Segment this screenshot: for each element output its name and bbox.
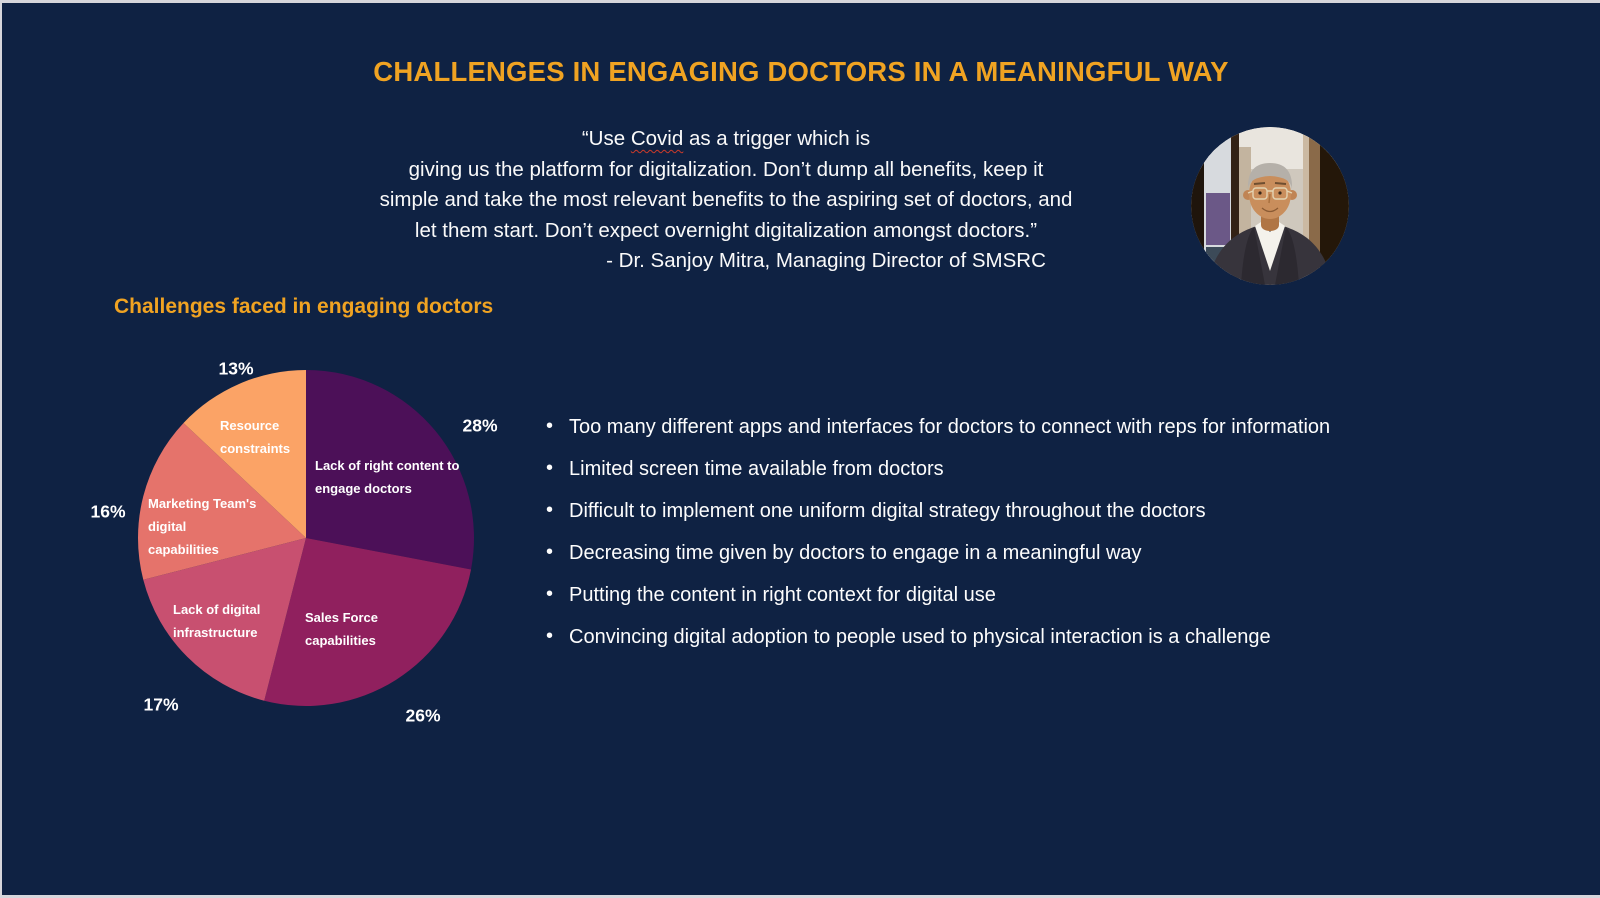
challenge-item: Limited screen time available from docto… bbox=[544, 456, 1384, 482]
pie-percent-label: 26% bbox=[405, 705, 441, 726]
challenge-item: Putting the content in right context for… bbox=[544, 582, 1384, 608]
pie-slice-1 bbox=[264, 538, 472, 706]
challenge-item: Convincing digital adoption to people us… bbox=[544, 624, 1384, 650]
challenge-item: Too many different apps and interfaces f… bbox=[544, 414, 1384, 440]
speaker-photo-illustration bbox=[1191, 127, 1349, 285]
quote-block: “Use Covid as a trigger which is giving … bbox=[350, 124, 1102, 277]
pie-chart bbox=[138, 370, 474, 706]
speaker-photo bbox=[1191, 127, 1349, 285]
pie-percent-label: 28% bbox=[462, 415, 498, 436]
pie-slice-3 bbox=[138, 423, 306, 580]
quote-line-2: giving us the platform for digitalizatio… bbox=[408, 157, 1044, 181]
quote-attribution: - Dr. Sanjoy Mitra, Managing Director of… bbox=[350, 246, 1102, 277]
presentation-slide: CHALLENGES IN ENGAGING DOCTORS IN A MEAN… bbox=[2, 3, 1600, 895]
quote-line-1: “Use Covid as a trigger which is bbox=[350, 124, 1102, 155]
pie-percent-label: 17% bbox=[143, 694, 179, 715]
pie-percent-label: 16% bbox=[90, 501, 126, 522]
pie-slice-2 bbox=[143, 538, 306, 701]
slide-title: CHALLENGES IN ENGAGING DOCTORS IN A MEAN… bbox=[373, 56, 1229, 87]
challenge-item: Decreasing time given by doctors to enga… bbox=[544, 540, 1384, 566]
challenge-item: Difficult to implement one uniform digit… bbox=[544, 498, 1384, 524]
pie-slice-0 bbox=[306, 370, 474, 570]
chart-section-heading: Challenges faced in engaging doctors bbox=[114, 295, 494, 318]
quote-text: “Use bbox=[581, 127, 631, 150]
quote-line-4: let them start. Don’t expect overnight d… bbox=[414, 218, 1038, 242]
challenges-list: Too many different apps and interfaces f… bbox=[544, 414, 1384, 667]
quote-attribution-text: - Dr. Sanjoy Mitra, Managing Director of… bbox=[606, 249, 1046, 272]
quote-text: as a trigger which is bbox=[683, 127, 871, 150]
quote-line-3: simple and take the most relevant benefi… bbox=[379, 188, 1073, 211]
misspelled-word: Covid bbox=[630, 127, 684, 150]
pie-slice-4 bbox=[183, 370, 306, 538]
pie-percent-label: 13% bbox=[218, 358, 254, 379]
